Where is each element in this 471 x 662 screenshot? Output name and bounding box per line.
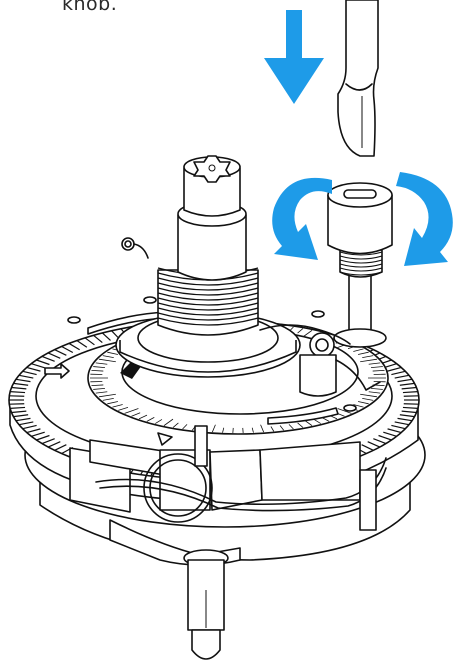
adjustment-post	[333, 249, 387, 348]
screw-thread	[339, 251, 383, 276]
lever-arm	[259, 324, 381, 397]
adjustment-knob	[327, 182, 393, 255]
arrow-down-icon	[264, 10, 324, 104]
spring-hook-left	[121, 237, 149, 259]
bottom-stem	[109, 469, 377, 660]
instruction-caption: knob.	[62, 0, 118, 15]
index-arrow-icon	[157, 432, 173, 446]
rotate-cw-icon	[396, 172, 453, 266]
central-hub	[115, 155, 301, 378]
clutch-block	[69, 439, 361, 513]
gear-slots	[67, 296, 357, 425]
screwdriver-icon	[337, 0, 379, 157]
direction-arrow-icon	[44, 363, 70, 379]
rotate-ccw-icon	[272, 177, 332, 260]
